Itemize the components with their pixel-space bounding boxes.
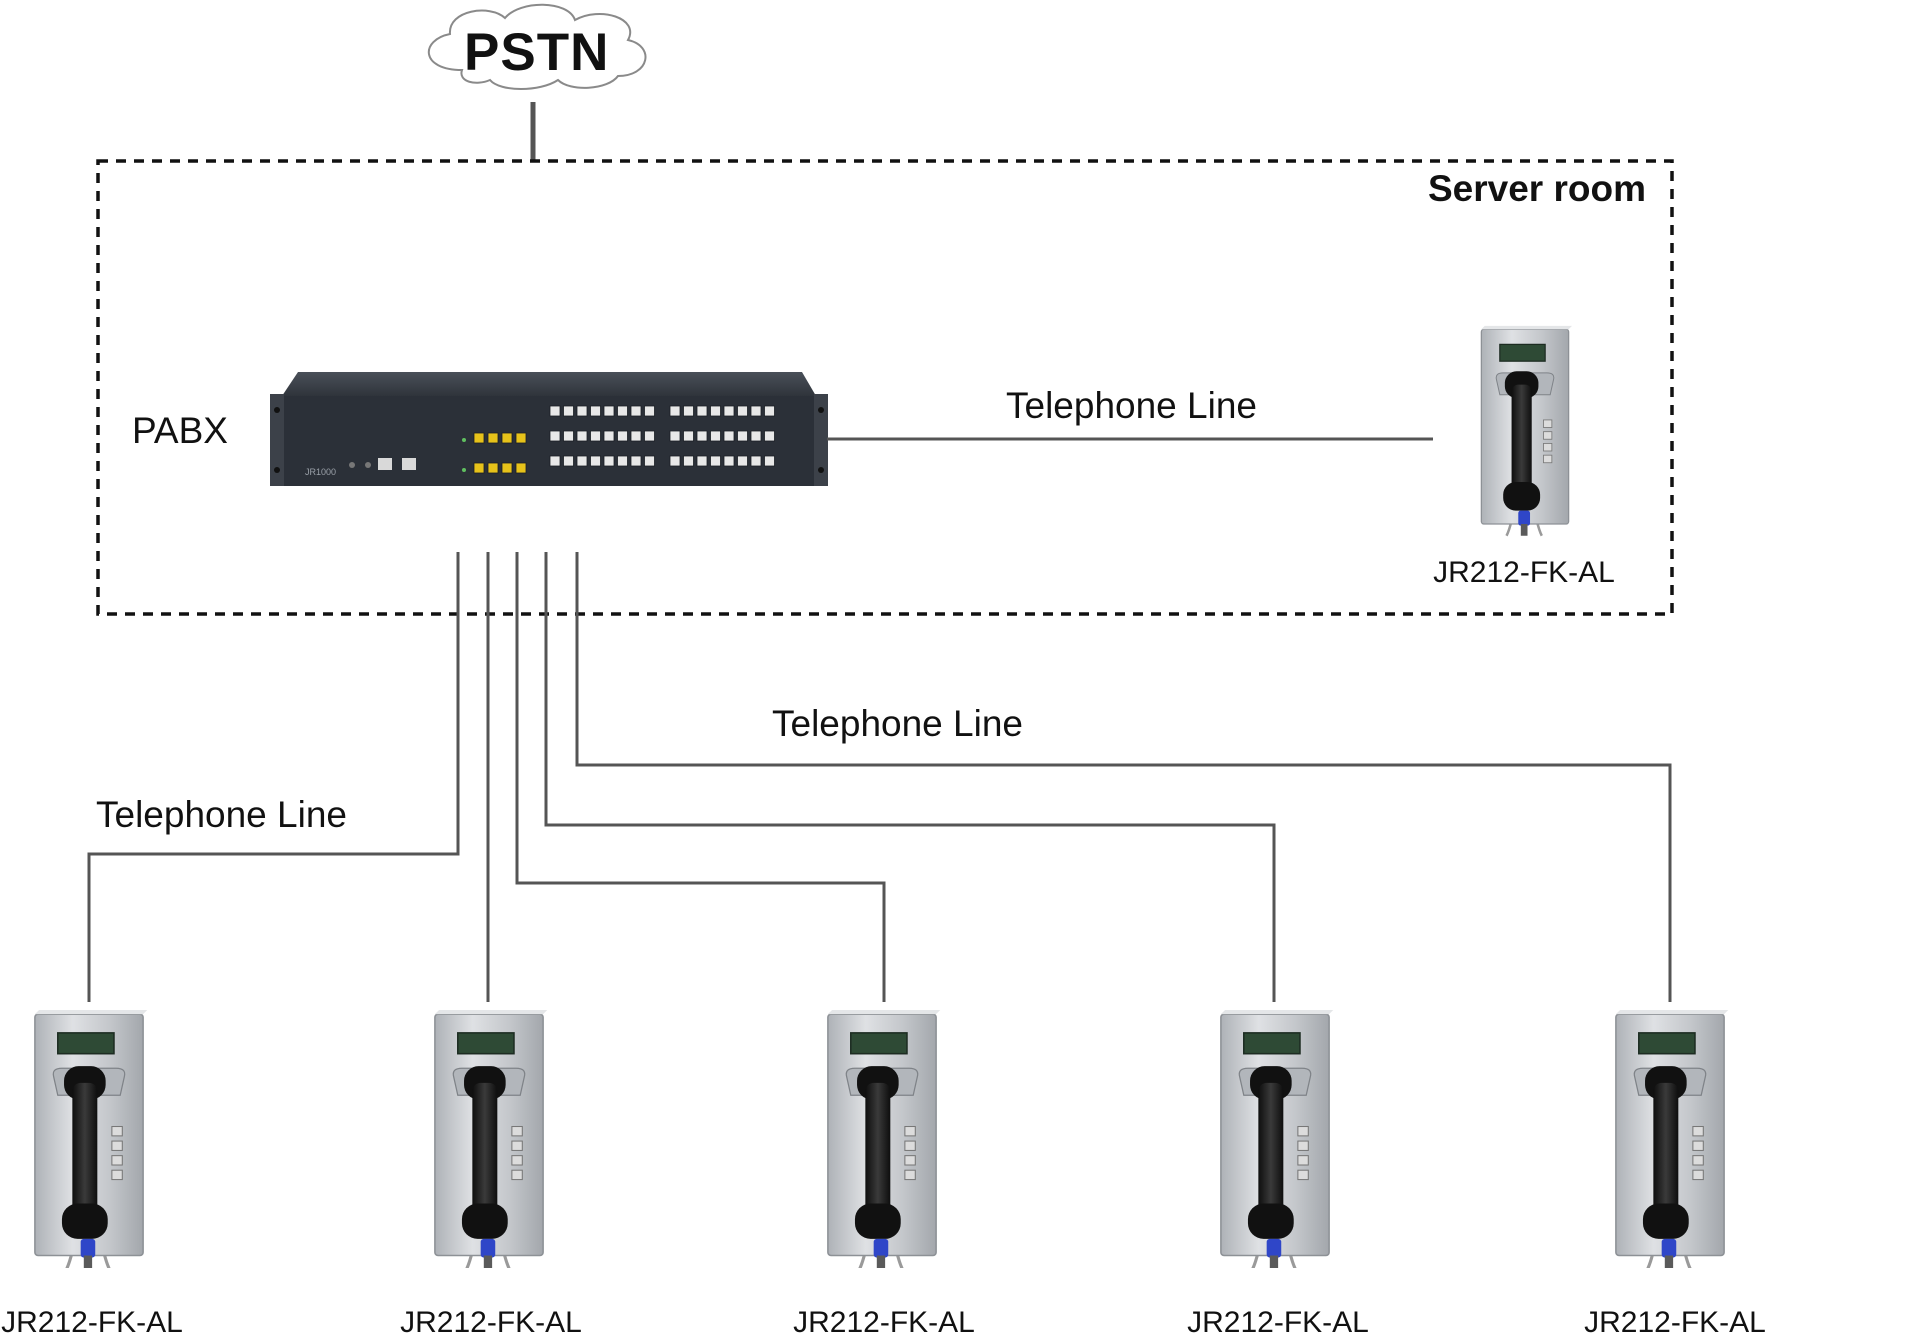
telephone-line-label-server: Telephone Line	[1006, 385, 1257, 426]
field-phone-5-model-label: JR212-FK-AL	[1584, 1306, 1766, 1339]
pabx-port	[696, 455, 708, 467]
telephone-line-label-left: Telephone Line	[96, 794, 347, 835]
pabx-port	[737, 405, 748, 417]
pabx-port	[644, 455, 655, 467]
pabx-port	[764, 430, 775, 442]
pabx-port	[737, 430, 748, 442]
pabx-port	[576, 405, 588, 417]
field-phone-lines	[87, 552, 1672, 1002]
line-field-phone-1	[87, 552, 460, 1002]
pabx-port	[549, 430, 561, 442]
pabx-port	[669, 430, 681, 442]
pabx-port	[515, 462, 527, 474]
pstn-cloud	[427, 3, 647, 90]
pabx-port-panel	[473, 405, 775, 474]
pabx-port	[750, 455, 762, 467]
pabx-port	[710, 455, 721, 467]
pabx-port	[549, 405, 561, 417]
pabx-port	[750, 405, 762, 417]
pstn-label: PSTN	[464, 23, 610, 82]
pabx-port	[563, 455, 574, 467]
pabx-port	[473, 432, 485, 444]
line-field-phone-5	[575, 552, 1672, 1002]
pabx-port	[576, 430, 588, 442]
pabx-port	[603, 455, 615, 467]
pabx-port	[669, 405, 681, 417]
pabx-port	[764, 455, 775, 467]
pabx-port	[644, 430, 655, 442]
pabx-port	[617, 455, 628, 467]
pabx-port	[710, 430, 721, 442]
telephone-line-label-upper: Telephone Line	[772, 703, 1023, 744]
pabx-port	[683, 455, 694, 467]
pabx-port	[603, 405, 615, 417]
field-phone-2-model-label: JR212-FK-AL	[400, 1306, 582, 1339]
pabx-port	[723, 405, 735, 417]
field-phone-4-model-label: JR212-FK-AL	[1187, 1306, 1369, 1339]
pabx-port	[563, 405, 574, 417]
pabx-port	[710, 405, 721, 417]
field-phone-3	[826, 1010, 941, 1268]
line-field-phone-3	[515, 552, 886, 1002]
server-room-label: Server room	[1428, 168, 1646, 209]
pabx-port	[473, 462, 485, 474]
pabx-port	[696, 405, 708, 417]
server-phone-model-label: JR212-FK-AL	[1433, 556, 1615, 589]
pabx-rack-unit: JR1000	[270, 372, 828, 486]
pabx-port	[501, 432, 513, 444]
pabx-port	[487, 432, 499, 444]
pabx-port	[644, 405, 655, 417]
pabx-port	[683, 405, 694, 417]
pabx-port	[630, 405, 642, 417]
line-field-phone-4	[544, 552, 1276, 1002]
pabx-port	[723, 455, 735, 467]
pabx-label: PABX	[132, 410, 228, 451]
field-phone-3-model-label: JR212-FK-AL	[793, 1306, 975, 1339]
pabx-port	[590, 455, 601, 467]
pabx-port	[764, 405, 775, 417]
server-room-phone	[1479, 324, 1572, 538]
pabx-port	[683, 430, 694, 442]
pabx-model-text: JR1000	[305, 467, 336, 477]
pabx-port	[630, 455, 642, 467]
field-phone-1	[33, 1010, 148, 1268]
pabx-port	[696, 430, 708, 442]
pabx-port	[669, 455, 681, 467]
pabx-port	[603, 430, 615, 442]
pabx-port	[750, 430, 762, 442]
pabx-port	[617, 405, 628, 417]
pabx-port	[501, 462, 513, 474]
field-phone-2	[433, 1010, 548, 1268]
field-phone-4	[1219, 1010, 1334, 1268]
pabx-port	[576, 455, 588, 467]
pabx-port	[590, 430, 601, 442]
server-room-zone	[96, 159, 1674, 616]
field-phone-1-model-label: JR212-FK-AL	[1, 1306, 183, 1339]
pabx-port	[549, 455, 561, 467]
pabx-port	[590, 405, 601, 417]
field-phone-5	[1614, 1010, 1729, 1268]
pabx-port	[737, 455, 748, 467]
pabx-port	[515, 432, 527, 444]
pabx-port	[487, 462, 499, 474]
pabx-port	[723, 430, 735, 442]
pabx-port	[563, 430, 574, 442]
pabx-port	[630, 430, 642, 442]
pabx-port	[617, 430, 628, 442]
